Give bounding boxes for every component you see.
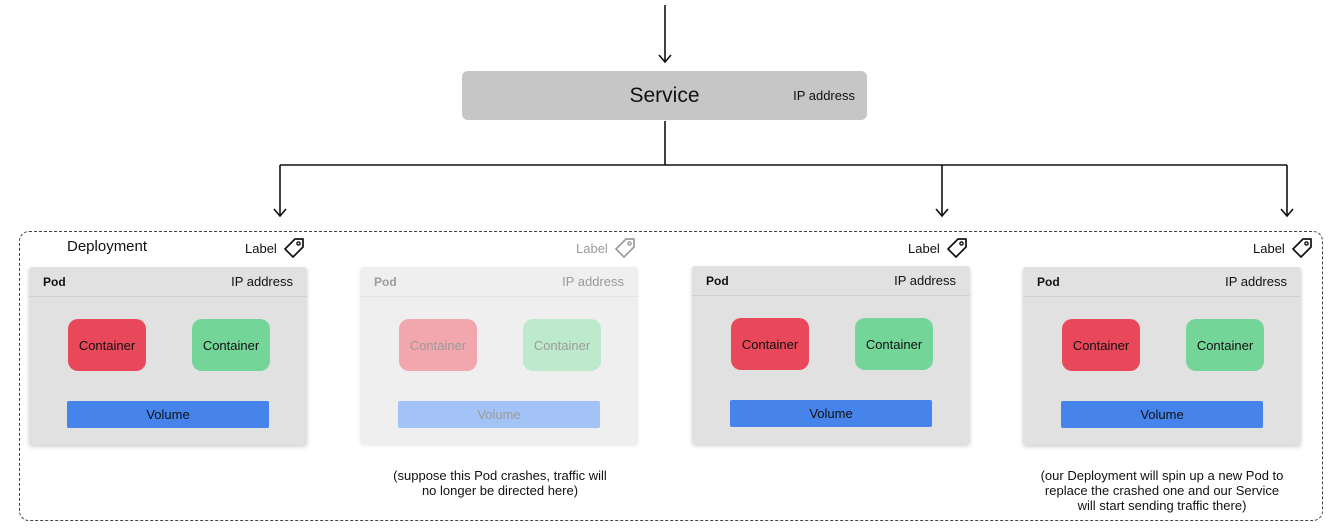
pod-name: Pod [43, 275, 66, 289]
container-block: Container [399, 319, 477, 371]
volume-bar: Volume [398, 401, 600, 428]
service-ip-address: IP address [793, 88, 855, 103]
container-block: Container [1186, 319, 1264, 371]
service-title: Service [629, 84, 700, 107]
pod-header: Pod IP address [1023, 267, 1301, 297]
pod-card: Pod IP address Container Container Volum… [29, 267, 307, 445]
container-block: Container [68, 319, 146, 371]
label-text: Label [1253, 240, 1285, 256]
container-block: Container [192, 319, 270, 371]
pod-ip-address: IP address [562, 274, 624, 289]
pod-name: Pod [374, 275, 397, 289]
pod-label: Label [908, 237, 968, 259]
pod-name: Pod [706, 274, 729, 288]
container-block: Container [731, 318, 809, 370]
pod-header: Pod IP address [360, 267, 638, 297]
pod-label: Label [1253, 237, 1313, 259]
arrow-down-icon [1280, 208, 1294, 218]
pod-ip-address: IP address [1225, 274, 1287, 289]
pod-ip-address: IP address [231, 274, 293, 289]
pod-ip-address: IP address [894, 273, 956, 288]
pod-card-new: Pod IP address Container Container Volum… [1023, 267, 1301, 445]
container-block: Container [1062, 319, 1140, 371]
arrow-down-icon [658, 54, 672, 64]
replace-note: (our Deployment will spin up a new Pod t… [1040, 468, 1284, 513]
tag-icon [283, 238, 304, 258]
container-block: Container [855, 318, 933, 370]
volume-bar: Volume [730, 400, 932, 427]
tag-icon [614, 238, 635, 258]
pod-label: Label [245, 237, 305, 259]
pod-card: Pod IP address Container Container Volum… [692, 266, 970, 444]
label-text: Label [576, 240, 608, 256]
pod-name: Pod [1037, 275, 1060, 289]
pod-label: Label [576, 237, 636, 259]
deployment-title: Deployment [67, 238, 148, 255]
arrow-down-icon [273, 208, 287, 218]
volume-bar: Volume [67, 401, 269, 428]
label-text: Label [908, 240, 940, 256]
pod-card-crashed: Pod IP address Container Container Volum… [360, 267, 638, 445]
tag-icon [946, 238, 967, 258]
service-box: Service IP address [462, 71, 867, 120]
pod-header: Pod IP address [29, 267, 307, 297]
crash-note: (suppose this Pod crashes, traffic will … [393, 468, 607, 498]
volume-bar: Volume [1061, 401, 1263, 428]
pod-header: Pod IP address [692, 266, 970, 296]
label-text: Label [245, 240, 277, 256]
tag-icon [1291, 238, 1312, 258]
arrow-down-icon [935, 208, 949, 218]
deployment-boundary [19, 231, 1323, 521]
container-block: Container [523, 319, 601, 371]
